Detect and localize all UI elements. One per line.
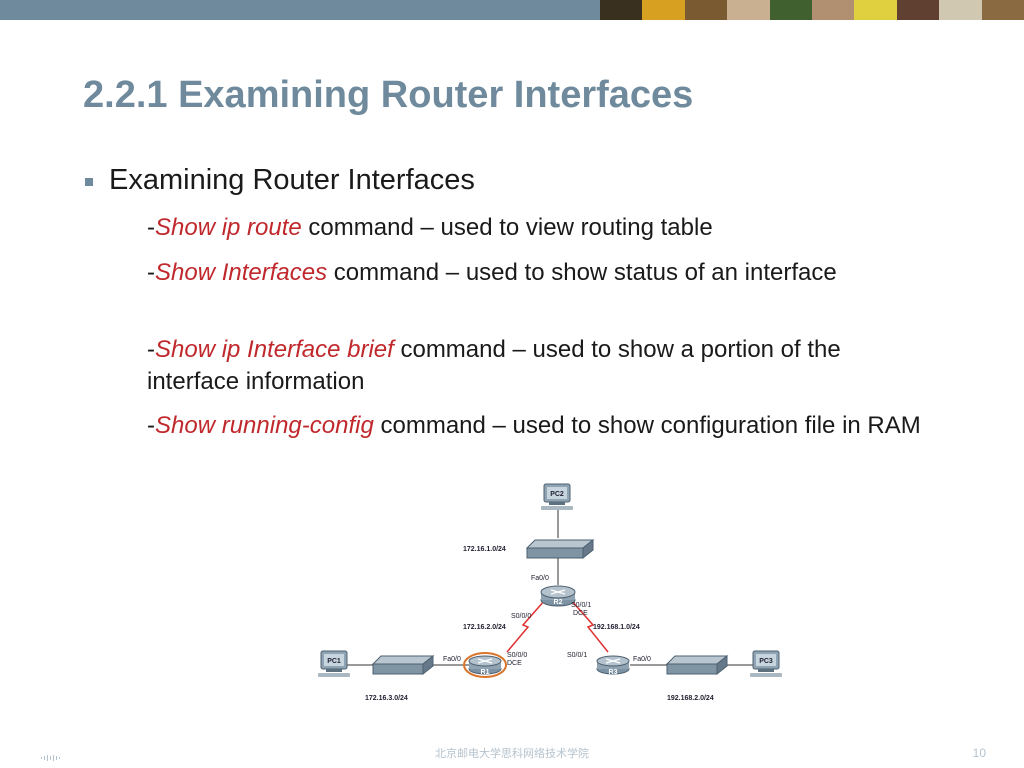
command-text: Show ip route xyxy=(155,214,302,241)
command-text: Show ip Interface brief xyxy=(155,336,394,363)
network-label-bottom-left: 172.16.3.0/24 xyxy=(365,695,408,702)
r3-label: R3 xyxy=(609,669,618,676)
r2-dce-label: DCE xyxy=(573,610,588,617)
router-r1-icon xyxy=(463,652,507,678)
pc3-computer-icon xyxy=(750,650,782,677)
bullet-item: Examining Router Interfaces xyxy=(85,164,475,197)
network-label-bottom-right: 192.168.2.0/24 xyxy=(667,695,714,702)
r2-s000-port-label: S0/0/0 xyxy=(511,613,531,620)
dash: - xyxy=(147,336,155,363)
r1-s000-port-label: S0/0/0 xyxy=(507,652,527,659)
slide-title: 2.2.1 Examining Router Interfaces xyxy=(83,74,694,116)
network-label-left-link: 172.16.2.0/24 xyxy=(463,624,506,631)
dash: - xyxy=(147,214,155,241)
network-label-right-link: 192.168.1.0/24 xyxy=(593,624,640,631)
command-description: command – used to show status of an inte… xyxy=(327,259,837,286)
router-r2-icon xyxy=(540,585,576,607)
switch-left-icon xyxy=(371,654,435,676)
dash: - xyxy=(147,259,155,286)
sub-item-show-interfaces: -Show Interfaces command – used to show … xyxy=(147,257,937,289)
r1-dce-label: DCE xyxy=(507,660,522,667)
sub-item-show-running-config: -Show running-config command – used to s… xyxy=(147,410,937,442)
command-description: command – used to show a portion of the … xyxy=(147,336,841,395)
network-topology-diagram: PC2 172.16.1.0/24 R2 Fa0/0 S0/0/0 S0/0/1… xyxy=(318,483,782,702)
bullet-text: Examining Router Interfaces xyxy=(109,164,475,196)
r2-s001-port-label: S0/0/1 xyxy=(571,602,591,609)
square-bullet-icon xyxy=(85,177,93,186)
switch-right-icon xyxy=(665,654,729,676)
r3-s001-port-label: S0/0/1 xyxy=(567,652,587,659)
r3-fa-port-label: Fa0/0 xyxy=(633,656,651,663)
sub-item-show-ip-route: -Show ip route command – used to view ro… xyxy=(147,212,937,244)
pc1-label: PC1 xyxy=(327,658,341,665)
r2-fa-port-label: Fa0/0 xyxy=(531,575,549,582)
sub-item-show-ip-interface-brief: -Show ip Interface brief command – used … xyxy=(147,334,937,398)
network-label-top: 172.16.1.0/24 xyxy=(463,546,506,553)
dash: - xyxy=(147,412,155,439)
serial-link-r1-r2 xyxy=(506,599,546,653)
command-text: Show running-config xyxy=(155,412,374,439)
router-r3-icon xyxy=(596,655,630,675)
r1-fa-port-label: Fa0/0 xyxy=(443,656,461,663)
r1-label: R1 xyxy=(481,669,490,676)
header-photo-strip xyxy=(600,0,1024,20)
pc3-label: PC3 xyxy=(759,658,773,665)
page-number: 10 xyxy=(972,746,986,760)
pc1-computer-icon xyxy=(318,650,350,677)
switch-top-icon xyxy=(525,538,595,560)
command-text: Show Interfaces xyxy=(155,259,328,286)
serial-link-r2-r3 xyxy=(570,599,609,653)
pc2-computer-icon xyxy=(541,483,573,510)
command-description: command – used to view routing table xyxy=(301,214,713,241)
command-description: command – used to show configuration fil… xyxy=(373,412,921,439)
r2-label: R2 xyxy=(554,599,563,606)
pc2-label: PC2 xyxy=(550,491,564,498)
footer-institution: 北京邮电大学思科网络技术学院 xyxy=(435,748,589,760)
cisco-logo-icon xyxy=(40,748,62,761)
